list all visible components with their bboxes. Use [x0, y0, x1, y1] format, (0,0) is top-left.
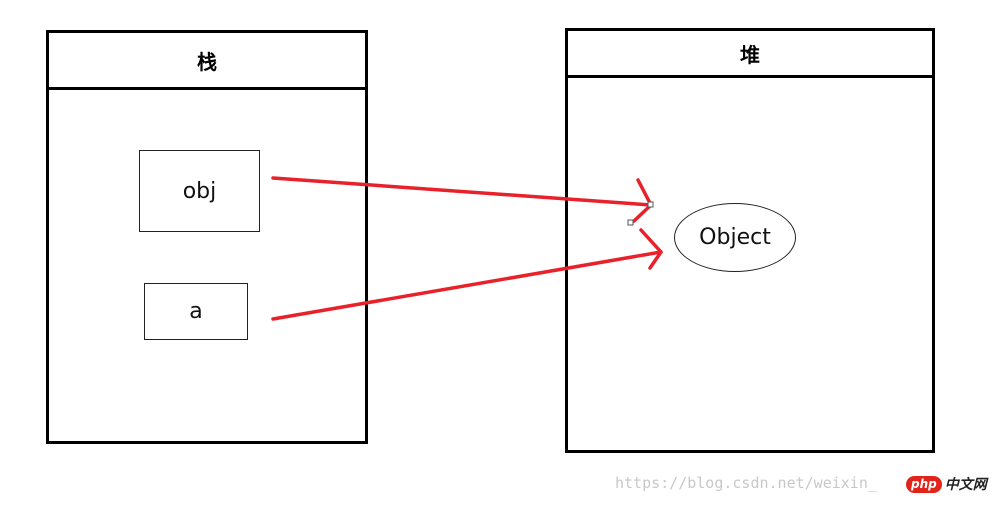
logo-text: 中文网 — [944, 477, 987, 493]
site-logo: php 中文网 — [906, 474, 987, 494]
stack-variable-obj: obj — [139, 150, 260, 232]
heap-panel-title: 堆 — [568, 31, 932, 78]
stack-variable-a: a — [144, 283, 248, 340]
stack-panel-title: 栈 — [49, 33, 365, 90]
php-logo-badge: php — [906, 475, 942, 493]
stack-panel: 栈 — [46, 30, 368, 444]
watermark-url: https://blog.csdn.net/weixin_ — [615, 474, 877, 492]
heap-object: Object — [674, 203, 796, 272]
